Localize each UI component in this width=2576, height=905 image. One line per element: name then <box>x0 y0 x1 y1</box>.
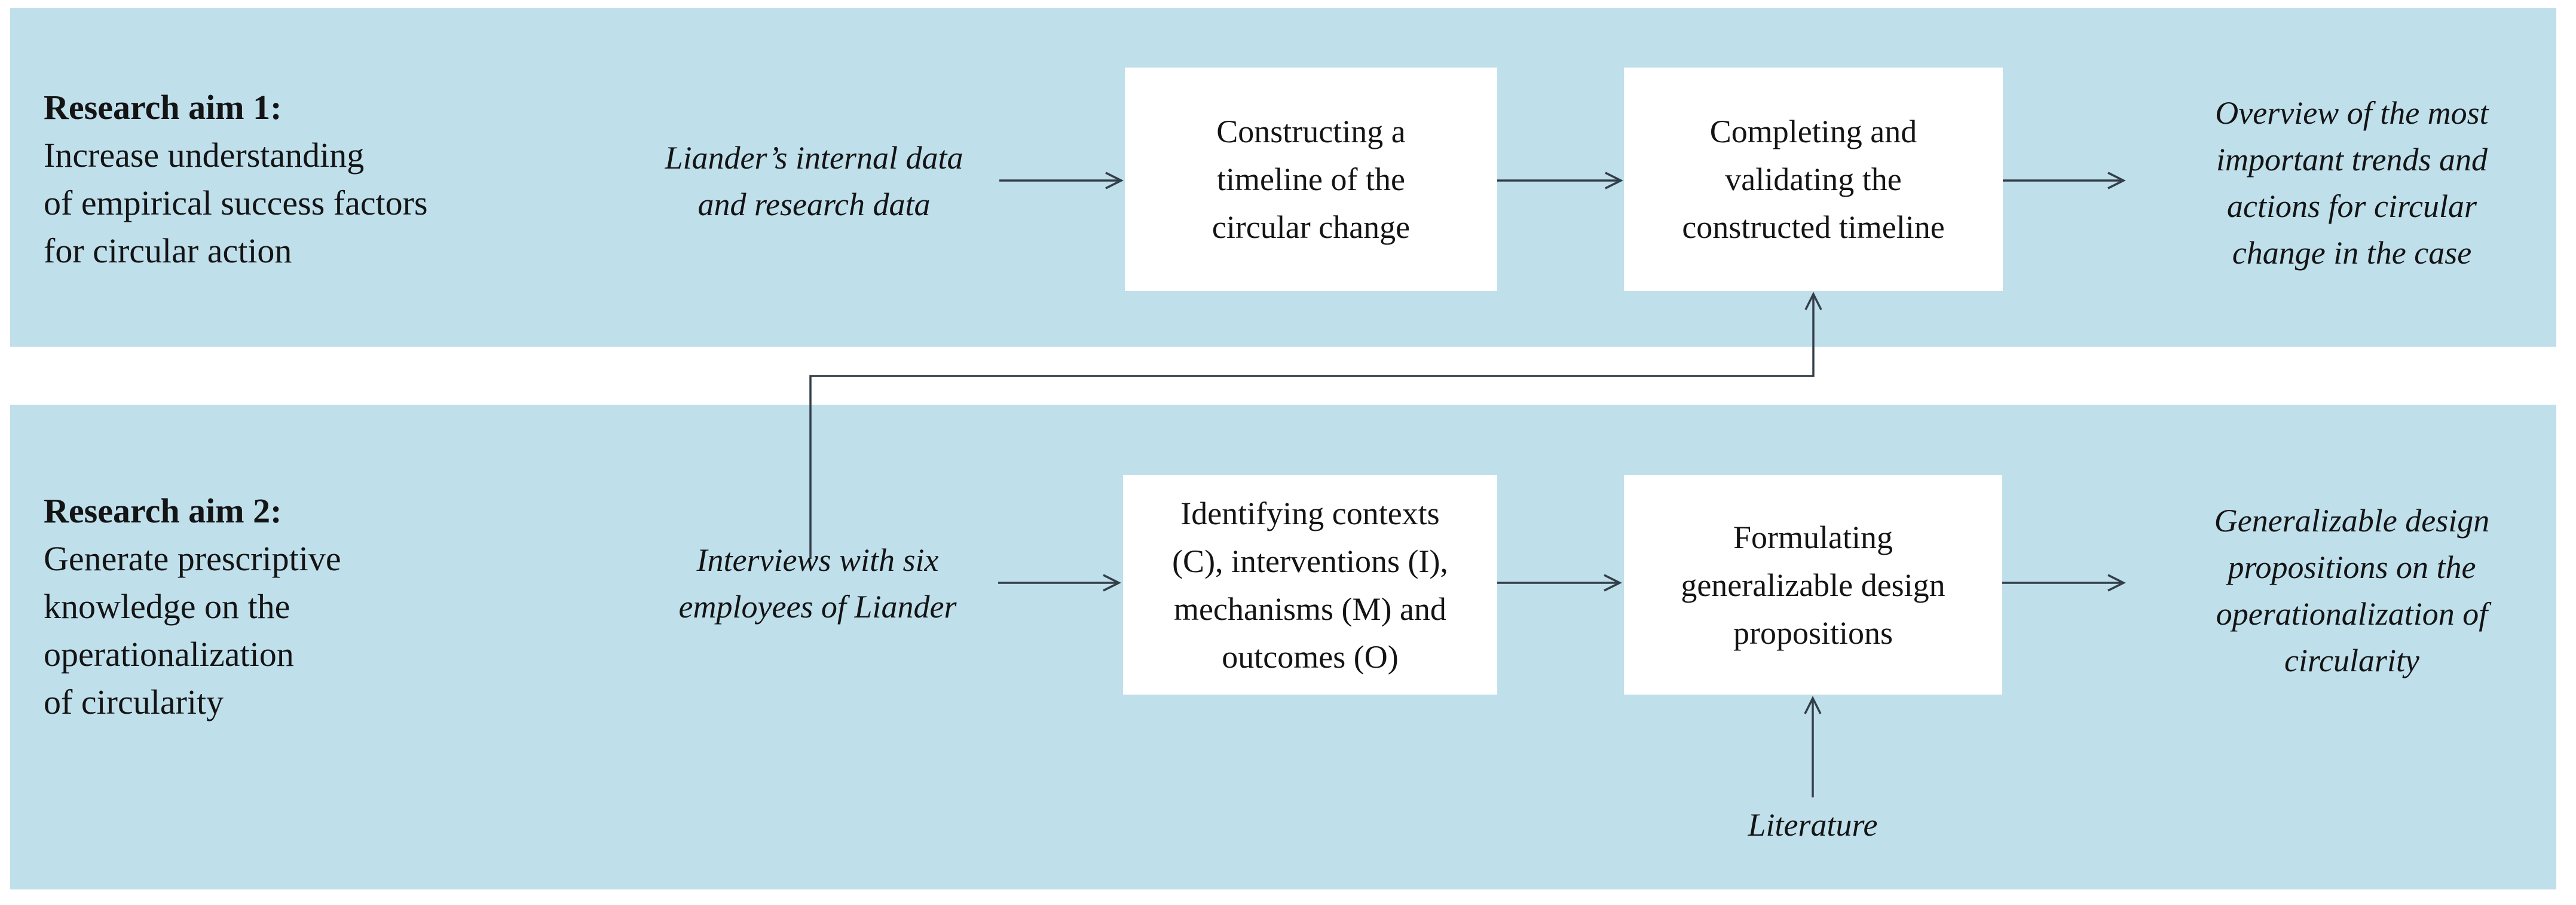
liander-data-label: Liander’s internal data and research dat… <box>665 134 963 228</box>
identifying-cimo-box-line: (C), interventions (I), <box>1172 543 1448 579</box>
constructing-timeline-box-line: circular change <box>1211 209 1411 245</box>
literature-label-line: Literature <box>1748 807 1878 843</box>
generalizable-propositions-label-line: Generalizable design <box>2214 503 2490 539</box>
constructing-timeline-box: Constructing a timeline of the circular … <box>1125 68 1497 291</box>
research-aim-1-text: Research aim 1: Increase understanding o… <box>44 84 428 275</box>
completing-validating-box-line: Completing and <box>1709 114 1917 149</box>
research-aim-2-line: Generate prescriptive <box>44 539 341 578</box>
research-aim-2-line: operationalization <box>44 635 294 674</box>
generalizable-propositions-label-line: operationalization of <box>2216 596 2488 632</box>
completing-validating-box-line: constructed timeline <box>1682 209 1945 245</box>
overview-trends-label-line: important trends and <box>2216 142 2488 178</box>
research-aim-1-line: of empirical success factors <box>44 184 428 222</box>
interviews-label-line: employees of Liander <box>678 589 957 625</box>
liander-data-label-line: Liander’s internal data <box>665 140 963 176</box>
identifying-cimo-box-line: outcomes (O) <box>1222 638 1399 675</box>
constructing-timeline-box-line: Constructing a <box>1216 114 1406 149</box>
overview-trends-label-line: Overview of the most <box>2215 95 2489 131</box>
research-aim-2-line: of circularity <box>44 683 224 721</box>
constructing-timeline-box-line: timeline of the <box>1217 161 1405 197</box>
research-aim-1-title: Research aim 1: <box>44 88 282 127</box>
completing-validating-box: Completing and validating the constructe… <box>1624 68 2003 291</box>
literature-label: Literature <box>1748 802 1877 848</box>
interviews-label-line: Interviews with six <box>696 542 939 578</box>
identifying-cimo-box-line: mechanisms (M) and <box>1174 591 1446 627</box>
formulating-propositions-box: Formulating generalizable design proposi… <box>1624 475 2002 695</box>
generalizable-propositions-label: Generalizable design propositions on the… <box>2214 497 2489 684</box>
identifying-cimo-box-line: Identifying contexts <box>1180 495 1440 531</box>
interviews-label: Interviews with six employees of Liander <box>679 537 957 630</box>
overview-trends-label-line: actions for circular <box>2227 188 2477 224</box>
completing-validating-box-line: validating the <box>1725 161 1902 197</box>
research-aim-2-title: Research aim 2: <box>44 491 282 530</box>
research-aim-2-text: Research aim 2: Generate prescriptive kn… <box>44 487 341 726</box>
overview-trends-label: Overview of the most important trends an… <box>2215 90 2488 276</box>
formulating-propositions-box-line: generalizable design <box>1681 567 1945 603</box>
liander-data-label-line: and research data <box>697 186 931 222</box>
generalizable-propositions-label-line: propositions on the <box>2228 549 2476 585</box>
generalizable-propositions-label-line: circularity <box>2284 643 2419 678</box>
research-aim-1-line: for circular action <box>44 231 292 270</box>
research-aim-2-line: knowledge on the <box>44 587 290 626</box>
overview-trends-label-line: change in the case <box>2232 235 2472 271</box>
research-aim-1-line: Increase understanding <box>44 136 365 175</box>
identifying-cimo-box: Identifying contexts (C), interventions … <box>1123 475 1497 695</box>
formulating-propositions-box-line: Formulating <box>1733 519 1893 555</box>
formulating-propositions-box-line: propositions <box>1733 614 1893 651</box>
